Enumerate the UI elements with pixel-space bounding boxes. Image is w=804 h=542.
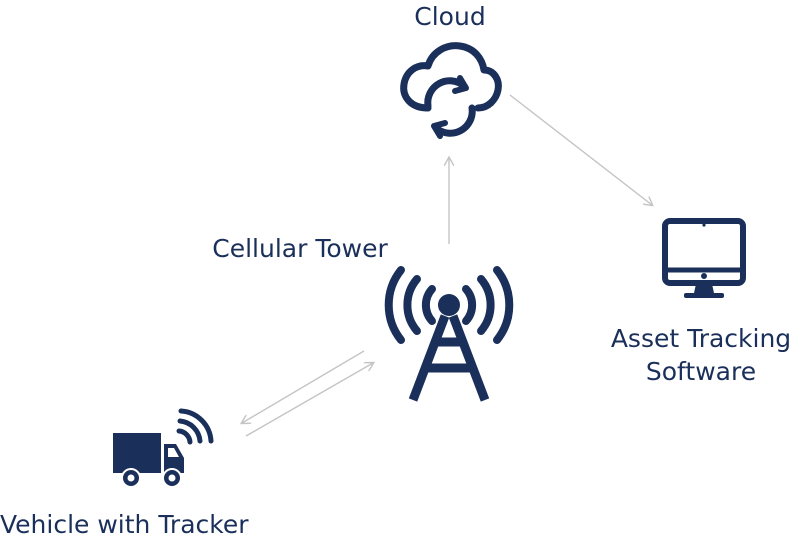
- arrow-cloud-to-software: [509, 94, 652, 205]
- cloud-sync-icon: [400, 42, 502, 139]
- cell-tower-icon: [384, 266, 514, 402]
- truck-icon: [113, 433, 184, 488]
- asset-tracking-software-label: Asset Tracking Software: [598, 322, 804, 388]
- arrow-vehicle-to-tower: [245, 363, 373, 437]
- software-label-line2: Software: [645, 357, 757, 386]
- signal-waves-icon: [176, 408, 214, 445]
- arrow-tower-to-vehicle: [242, 350, 365, 423]
- cellular-tower-label: Cellular Tower: [212, 234, 388, 263]
- cloud-label: Cloud: [414, 2, 486, 31]
- monitor-icon: [662, 218, 746, 298]
- vehicle-label: Vehicle with Tracker: [0, 510, 249, 539]
- software-label-line1: Asset Tracking: [610, 324, 792, 353]
